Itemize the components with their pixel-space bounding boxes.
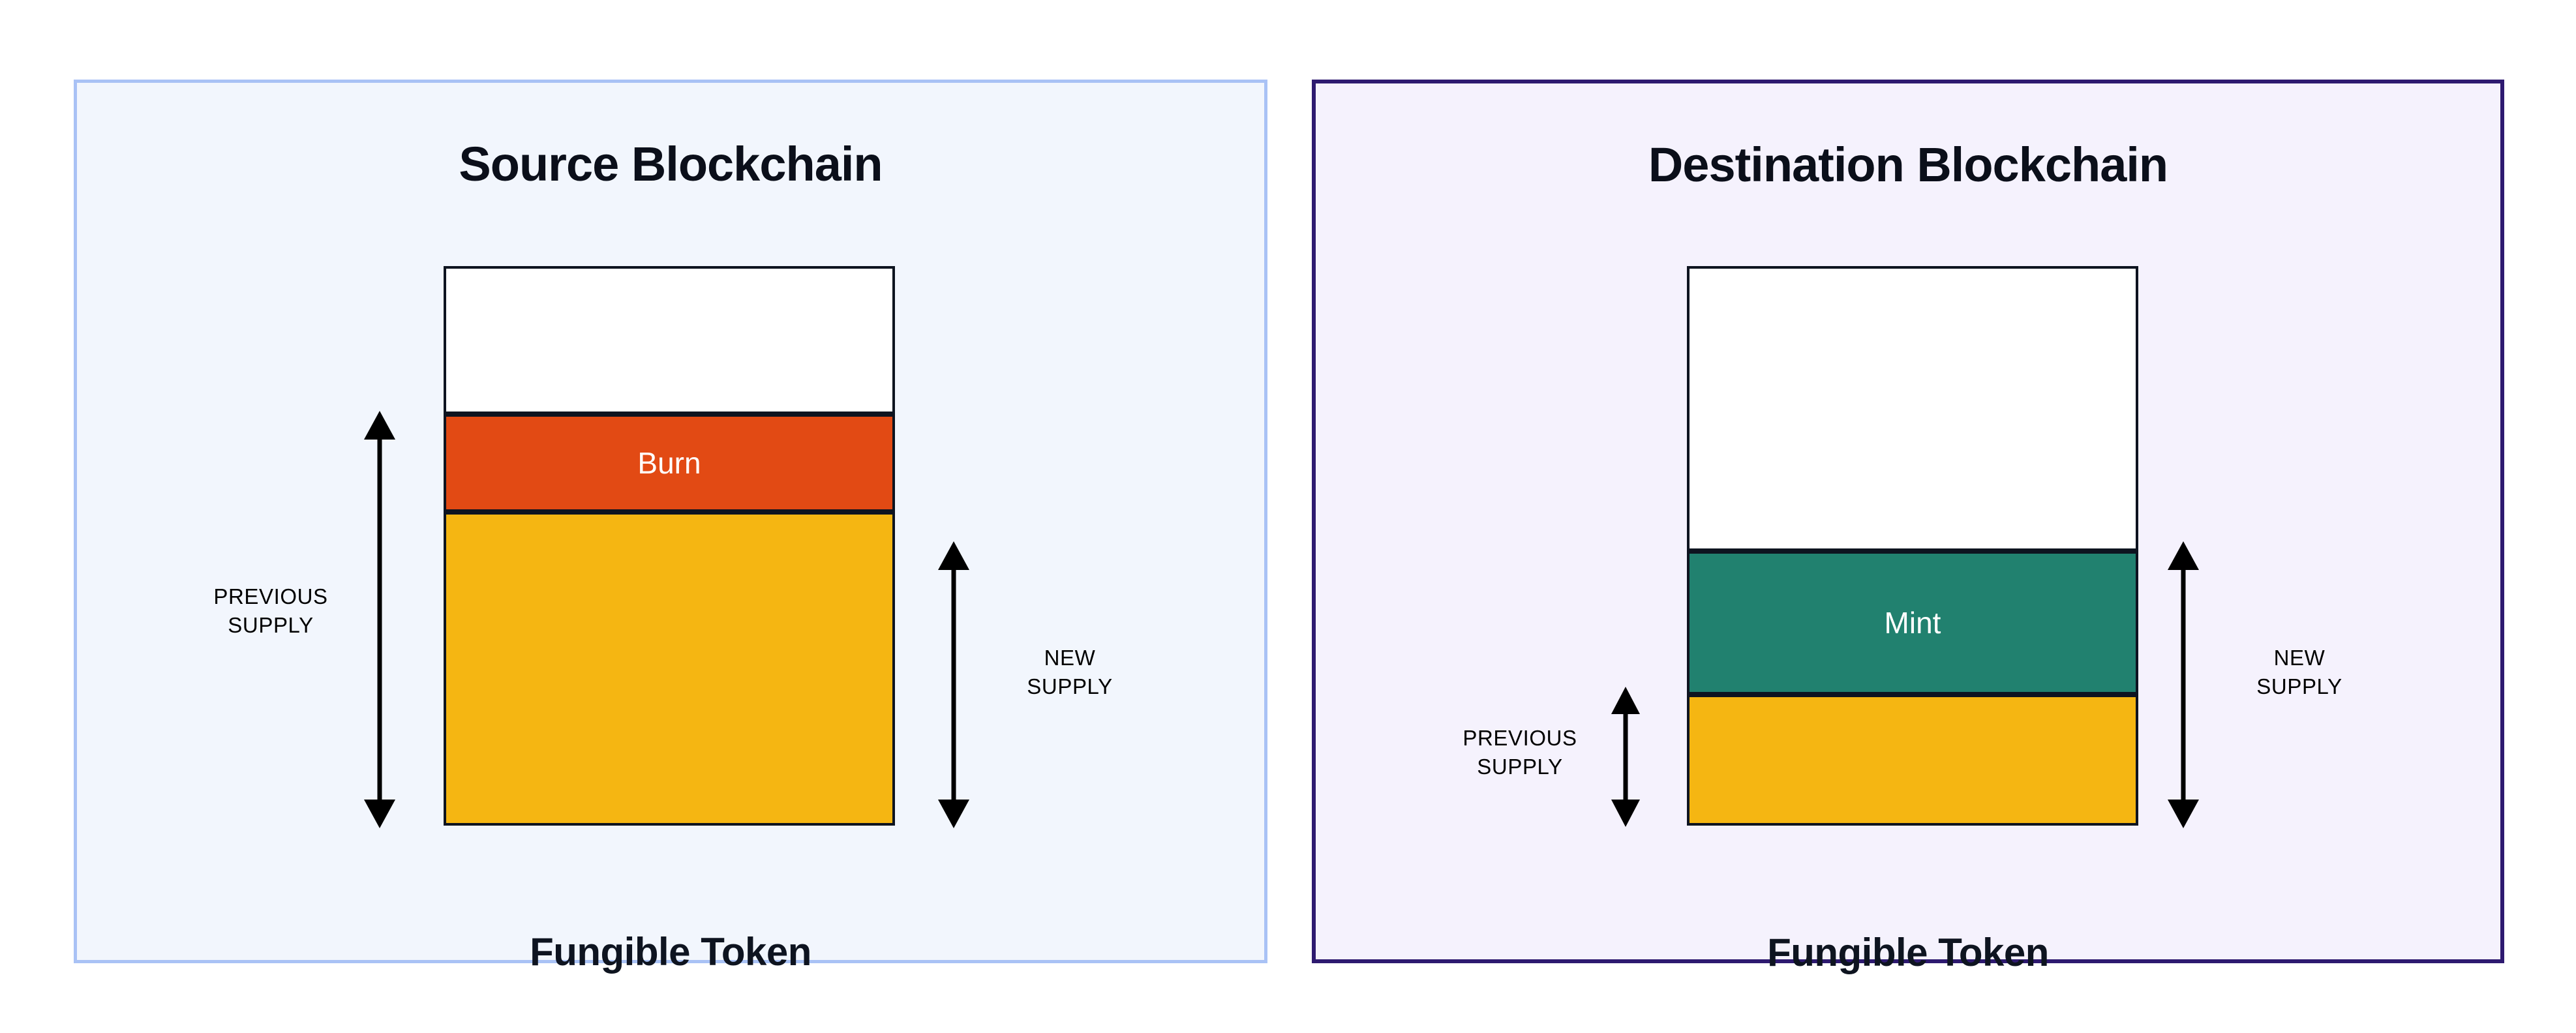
bar-segment-mint-label: Mint [1884,606,1941,640]
bar-segment-remaining-supply-source [444,512,895,826]
panel-title-source: Source Blockchain [459,137,883,191]
dimension-arrow-new-supply-source [938,541,969,828]
bar-segment-mint: Mint [1687,551,2138,695]
dimension-label-new-supply-source: NEW SUPPLY [1027,646,1113,699]
panel-caption-destination: Fungible Token [1767,931,2049,974]
bar-segment-headroom-source [444,266,895,414]
dimension-arrow-previous-supply-source [364,411,395,828]
dimension-arrow-previous-supply-destination [1611,687,1640,827]
bar-segment-previous-supply-destination [1687,695,2138,826]
dimension-arrow-new-supply-destination [2168,541,2199,828]
bar-segment-headroom-destination [1687,266,2138,551]
dimension-label-previous-supply-destination: PREVIOUS SUPPLY [1462,726,1577,779]
panel-caption-source: Fungible Token [530,930,811,974]
bar-segment-burn: Burn [444,414,895,512]
dimension-label-new-supply-destination: NEW SUPPLY [2256,646,2342,699]
dimension-label-previous-supply-source: PREVIOUS SUPPLY [213,584,328,638]
bar-segment-burn-label: Burn [637,446,701,480]
panel-title-destination: Destination Blockchain [1648,138,2168,192]
